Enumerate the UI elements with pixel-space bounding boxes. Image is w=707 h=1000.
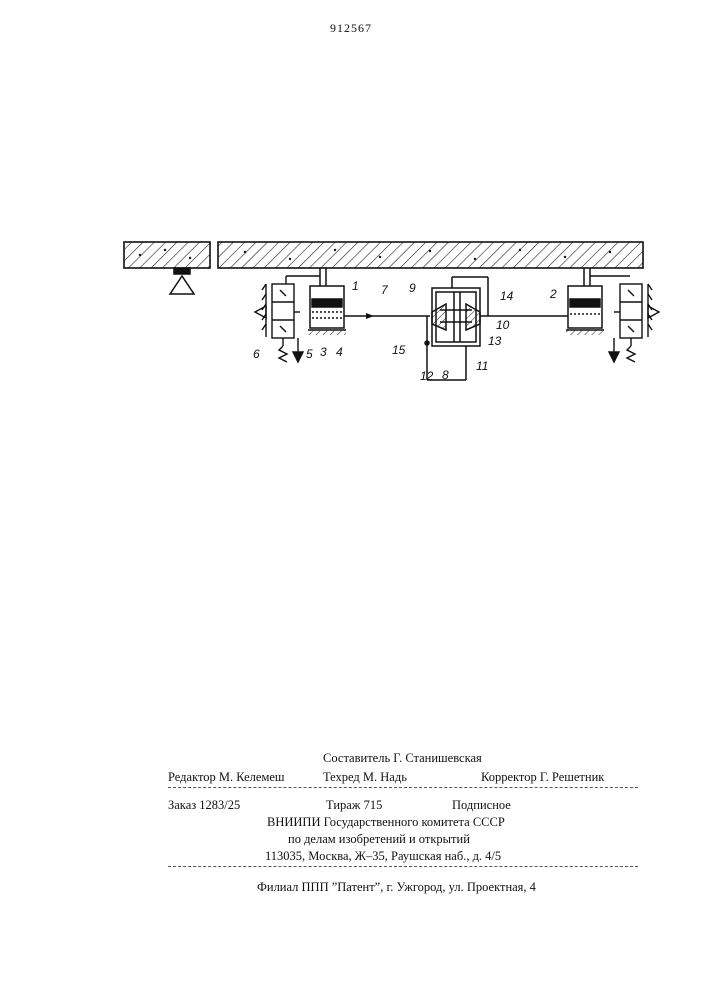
label-4: 4 bbox=[336, 346, 343, 358]
circulation-line: Тираж 715 bbox=[326, 799, 382, 812]
label-6: 6 bbox=[253, 348, 260, 360]
label-13: 13 bbox=[488, 335, 501, 347]
label-7: 7 bbox=[381, 284, 388, 296]
org-line-2: по делам изобретений и открытий bbox=[288, 833, 470, 846]
address-line: 113035, Москва, Ж–35, Раушская наб., д. … bbox=[265, 850, 501, 863]
label-9: 9 bbox=[409, 282, 416, 294]
beam-left bbox=[124, 242, 210, 268]
label-8: 8 bbox=[442, 369, 449, 381]
label-2: 2 bbox=[550, 288, 557, 300]
label-11: 11 bbox=[476, 360, 488, 372]
org-line-1: ВНИИПИ Государственного комитета СССР bbox=[267, 816, 505, 829]
label-3: 3 bbox=[320, 346, 327, 358]
label-1: 1 bbox=[352, 280, 359, 292]
divider-1 bbox=[168, 787, 638, 788]
branch-line: Филиал ППП ”Патент”, г. Ужгород, ул. Про… bbox=[257, 881, 536, 894]
editor-line: Редактор М. Келемеш bbox=[168, 771, 285, 784]
corrector-line: Корректор Г. Решетник bbox=[481, 771, 604, 784]
label-5: 5 bbox=[306, 348, 313, 360]
techred-line: Техред М. Надь bbox=[323, 771, 407, 784]
label-15: 15 bbox=[392, 344, 405, 356]
label-10: 10 bbox=[496, 319, 509, 331]
valve-right bbox=[609, 284, 659, 362]
cylinder-left bbox=[308, 268, 346, 335]
compiler-line: Составитель Г. Станишевская bbox=[323, 752, 482, 765]
support-left bbox=[170, 268, 194, 294]
label-12: 12 bbox=[420, 370, 433, 382]
beam-main bbox=[218, 242, 643, 268]
label-14: 14 bbox=[500, 290, 513, 302]
order-line: Заказ 1283/25 bbox=[168, 799, 240, 812]
divider-2 bbox=[168, 866, 638, 867]
subscription-line: Подписное bbox=[452, 799, 511, 812]
